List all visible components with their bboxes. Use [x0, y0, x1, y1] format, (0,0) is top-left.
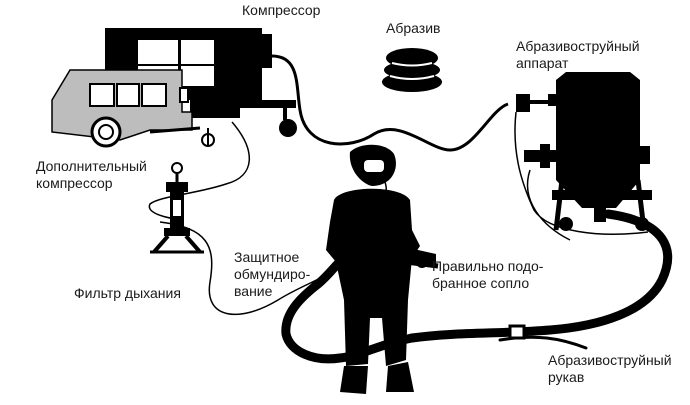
label-blasting-apparatus: Абразивоструйный аппарат	[516, 38, 640, 71]
abrasive-bag	[382, 48, 442, 92]
label-blasting-hose: Абразивоструйный рукав	[548, 352, 672, 385]
operator-figure	[326, 144, 436, 394]
label-abrasive: Абразив	[386, 20, 441, 36]
label-breathing-filter: Фильтр дыхания	[74, 285, 181, 301]
label-aux-compressor: Дополнительный компрессор	[36, 158, 147, 191]
label-nozzle: Правильно подо- бранное сопло	[432, 258, 544, 291]
breathing-filter	[150, 162, 204, 254]
label-compressor: Компрессор	[242, 2, 321, 18]
blasting-apparatus	[516, 72, 652, 231]
nozzle	[405, 259, 439, 269]
aux-compressor	[51, 69, 215, 148]
label-protective-suit: Защитное обмундиро- вание	[234, 249, 311, 299]
